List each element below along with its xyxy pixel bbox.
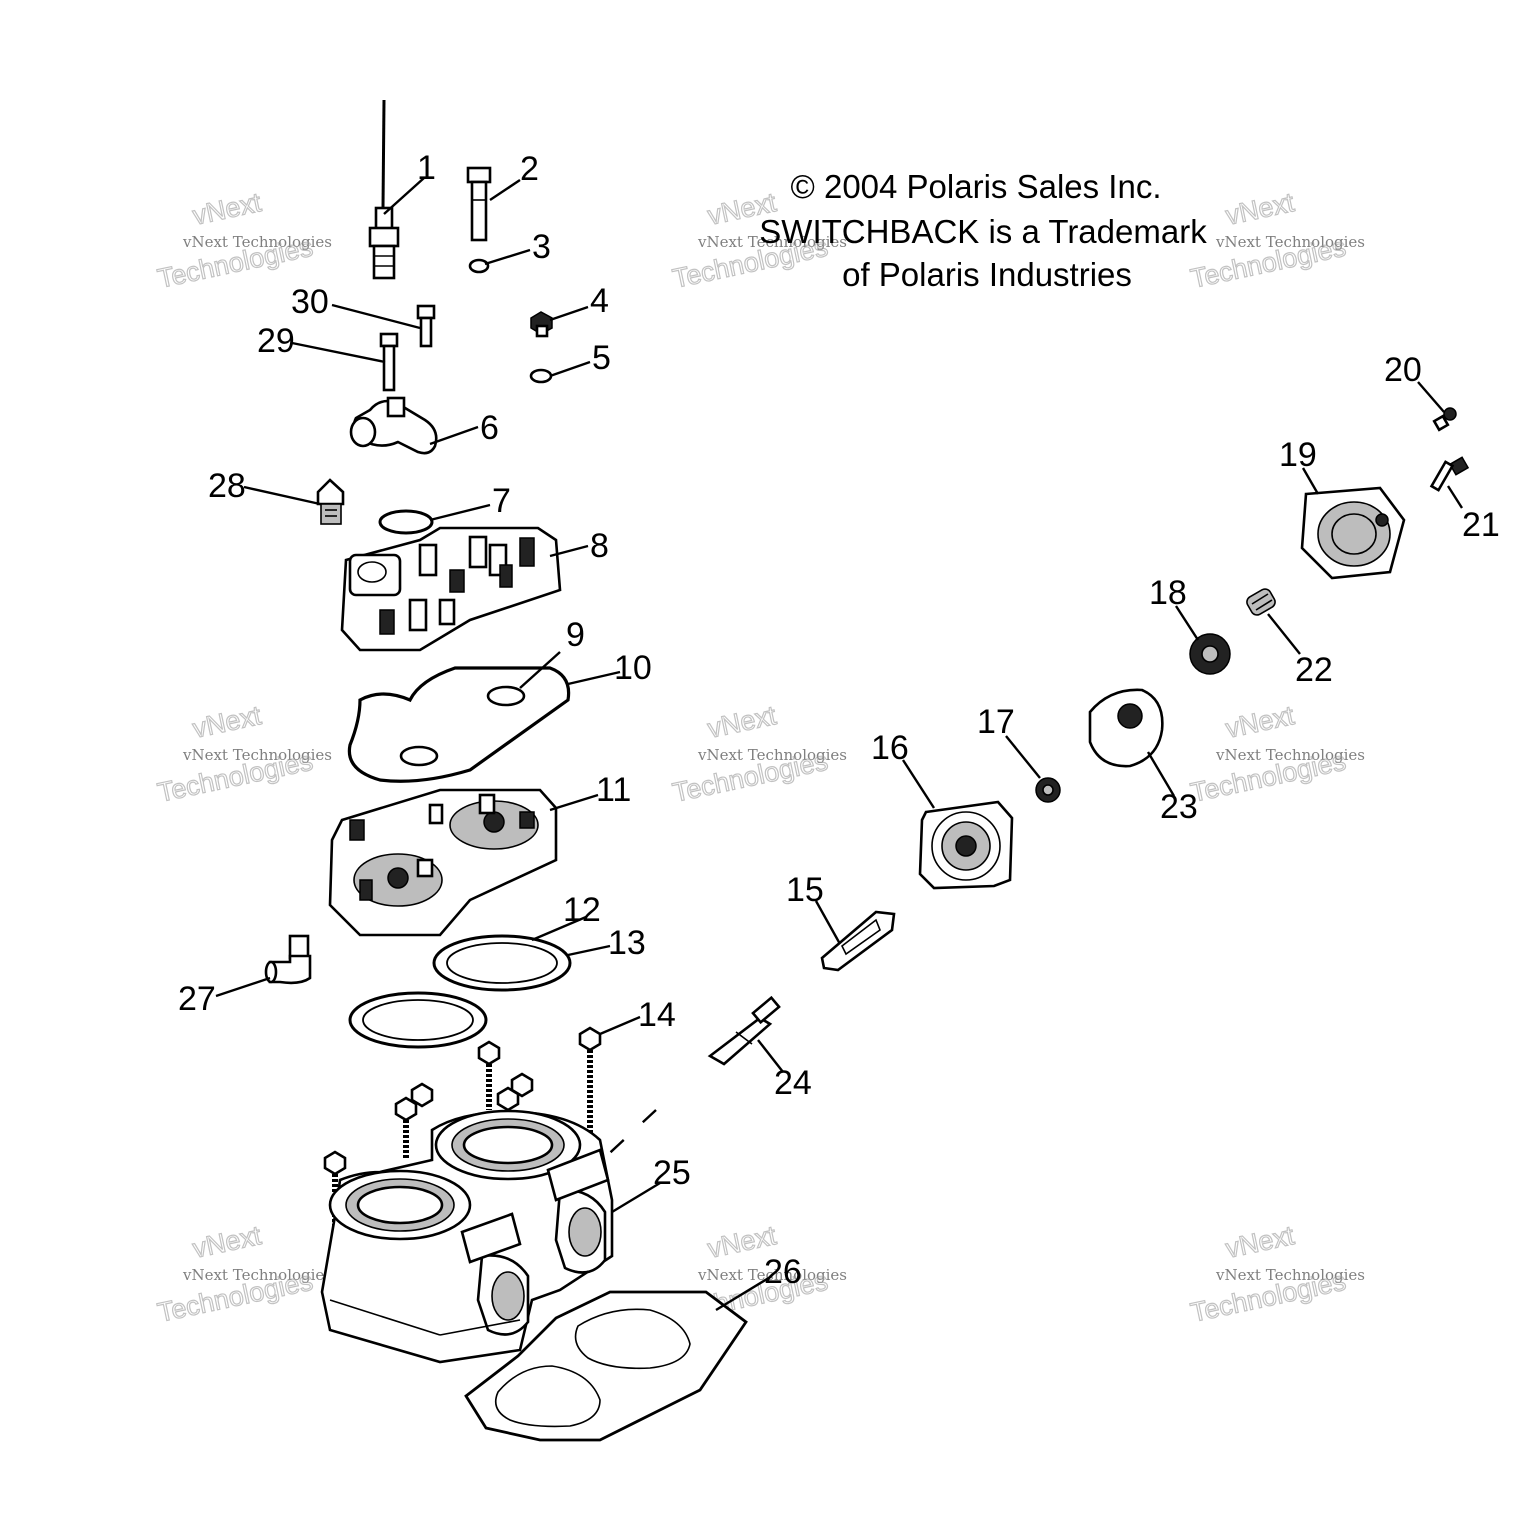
part-26-base-gasket [464, 1290, 748, 1442]
callout-11: 11 [596, 771, 631, 809]
callout-12: 12 [563, 891, 601, 929]
callout-7: 7 [492, 482, 511, 520]
callout-18: 18 [1149, 574, 1187, 612]
callout-20: 20 [1384, 351, 1422, 389]
watermark: vNext vNext Technologies Technologies [154, 1219, 332, 1328]
callout-2: 2 [520, 150, 539, 188]
callout-26: 26 [764, 1253, 802, 1291]
part-15-gasket [820, 910, 896, 972]
callout-27: 27 [178, 980, 216, 1018]
callout-5: 5 [592, 339, 611, 377]
callout-4: 4 [590, 282, 609, 320]
callout-22: 22 [1295, 651, 1333, 689]
callout-21: 21 [1462, 506, 1500, 544]
part-3-washer [468, 258, 490, 274]
part-20-screw [1432, 407, 1457, 432]
svg-text:vNext: vNext [190, 187, 264, 231]
part-21-bolt [1429, 456, 1470, 492]
svg-text:vNext: vNext [1223, 1220, 1297, 1264]
svg-text:vNext Technologies: vNext Technologies [1215, 233, 1365, 251]
svg-text:vNext: vNext [190, 700, 264, 744]
part-10-gasket [347, 666, 571, 783]
parts [264, 99, 1470, 1442]
part-28-thermostat [316, 478, 345, 525]
part-12-13-head-gaskets [348, 934, 572, 1049]
copyright-line-1: © 2004 Polaris Sales Inc. [790, 168, 1161, 205]
svg-text:vNext: vNext [1223, 700, 1297, 744]
copyright-line-2: SWITCHBACK is a Trademark [759, 213, 1207, 250]
part-27-elbow-fitting [264, 934, 312, 985]
part-24-fitting [707, 995, 781, 1066]
callout-1: 1 [417, 149, 436, 187]
watermark: vNext vNext Technologies Technologies [1187, 186, 1365, 294]
part-9-o-rings [399, 685, 526, 767]
part-7-o-ring [378, 509, 434, 535]
part-25-cylinder-block [320, 1109, 614, 1364]
svg-text:vNext Technologies: vNext Technologies [182, 1266, 332, 1284]
part-1-temperature-sensor [368, 99, 400, 280]
svg-text:vNext: vNext [190, 1220, 264, 1264]
svg-text:vNext: vNext [705, 700, 779, 744]
svg-text:vNext Technologies: vNext Technologies [182, 746, 332, 764]
watermark: vNext vNext Technologies Technologies [1187, 699, 1365, 808]
part-16-pump-housing [918, 800, 1014, 890]
part-23-impeller [1088, 688, 1164, 768]
callout-29: 29 [257, 322, 295, 360]
callout-14: 14 [638, 996, 676, 1034]
part-19-cover [1300, 486, 1406, 580]
callout-19: 19 [1279, 436, 1317, 474]
part-14-nuts-and-studs [323, 1026, 602, 1270]
part-29-bolt [379, 332, 399, 392]
svg-text:vNext Technologies: vNext Technologies [1215, 1266, 1365, 1284]
callout-25: 25 [653, 1154, 691, 1192]
watermark: vNext vNext Technologies Technologies [1187, 1219, 1365, 1328]
svg-text:vNext Technologies: vNext Technologies [1215, 746, 1365, 764]
callout-labels: 1 2 3 4 5 6 7 8 9 10 11 12 13 14 15 16 1… [178, 149, 1500, 1291]
svg-text:vNext: vNext [1223, 187, 1297, 231]
callout-10: 10 [614, 649, 652, 687]
callout-28: 28 [208, 467, 246, 505]
part-8-head-cover [340, 526, 562, 652]
part-2-bolt [466, 166, 492, 242]
part-4-nut [530, 311, 553, 338]
copyright-line-3: of Polaris Industries [842, 256, 1132, 293]
part-6-thermostat-housing [349, 396, 438, 455]
svg-text:vNext Technologies: vNext Technologies [697, 1266, 847, 1284]
part-5-washer [529, 368, 553, 384]
callout-17: 17 [977, 703, 1015, 741]
part-17-seal [1035, 777, 1061, 803]
part-22-spring [1246, 588, 1276, 616]
leader-lines [215, 177, 1464, 1312]
watermark: vNext vNext Technologies Technologies [669, 699, 847, 808]
callout-3: 3 [532, 228, 551, 266]
part-18-seal [1189, 633, 1231, 675]
callout-9: 9 [566, 616, 585, 654]
callout-23: 23 [1160, 788, 1198, 826]
part-11-cylinder-head [328, 788, 558, 937]
watermark: vNext vNext Technologies Technologies [154, 699, 332, 808]
callout-8: 8 [590, 527, 609, 565]
watermark: vNext vNext Technologies Technologies [154, 186, 332, 294]
callout-6: 6 [480, 409, 499, 447]
svg-text:vNext Technologies: vNext Technologies [182, 233, 332, 251]
callout-16: 16 [871, 729, 909, 767]
callout-24: 24 [774, 1064, 812, 1102]
svg-text:vNext Technologies: vNext Technologies [697, 746, 847, 764]
svg-text:vNext Technologies: vNext Technologies [697, 233, 847, 251]
callout-13: 13 [608, 924, 646, 962]
part-30-bolt [416, 304, 436, 348]
copyright-notice: © 2004 Polaris Sales Inc. SWITCHBACK is … [759, 168, 1207, 293]
callout-30: 30 [291, 283, 329, 321]
callout-15: 15 [786, 871, 824, 909]
